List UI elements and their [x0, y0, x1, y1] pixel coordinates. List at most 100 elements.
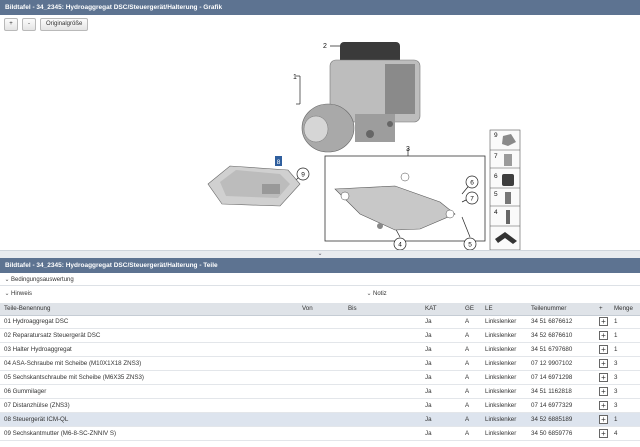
le-cell: Linkslenker — [481, 398, 527, 413]
to-cell — [344, 315, 421, 330]
add-to-cart-button[interactable]: + — [599, 414, 608, 424]
column-header-part-number[interactable]: Teilenummer — [527, 303, 595, 316]
add-to-cart-button: + — [595, 426, 610, 441]
column-header-le[interactable]: LE — [481, 303, 527, 316]
add-to-cart-button: + — [595, 315, 610, 330]
part-name-cell: 03 Halter Hydroaggregat — [0, 342, 298, 358]
column-header-to[interactable]: Bis — [344, 303, 421, 316]
ge-cell: A — [461, 328, 481, 344]
kat-cell: Ja — [421, 426, 461, 441]
from-cell — [298, 356, 344, 372]
ge-cell: A — [461, 315, 481, 330]
notes-label: Hinweis — [11, 291, 33, 297]
le-cell: Linkslenker — [481, 342, 527, 358]
column-header-cart[interactable]: + — [595, 303, 610, 316]
column-header-qty[interactable]: Menge — [610, 303, 640, 316]
kat-cell: Ja — [421, 342, 461, 358]
callout-2: 2 — [323, 43, 327, 50]
quantity-cell: 1 — [610, 412, 640, 427]
add-to-cart-button[interactable]: + — [599, 373, 608, 382]
panel-number-6: 6 — [494, 173, 498, 180]
add-to-cart-button: + — [595, 342, 610, 358]
quantity-cell: 3 — [610, 356, 640, 372]
to-cell — [344, 370, 421, 385]
notes-toggle[interactable]: ⌄Hinweis — [3, 291, 32, 297]
add-to-cart-button: + — [595, 412, 610, 427]
panel-number-7: 7 — [494, 153, 498, 160]
part-number-cell: 34 51 6797680 — [527, 342, 595, 358]
add-to-cart-button[interactable]: + — [599, 428, 608, 438]
add-to-cart-button: + — [595, 398, 610, 413]
le-cell: Linkslenker — [481, 328, 527, 344]
ge-cell: A — [461, 412, 481, 427]
add-to-cart-button: + — [595, 356, 610, 372]
quantity-cell: 1 — [610, 315, 640, 330]
kat-cell: Ja — [421, 315, 461, 330]
column-header-kat[interactable]: KAT — [421, 303, 461, 316]
add-to-cart-button: + — [595, 328, 610, 344]
ge-cell: A — [461, 426, 481, 441]
quantity-cell: 4 — [610, 426, 640, 441]
part-number-cell: 07 12 9907102 — [527, 356, 595, 372]
callout-7: 7 — [470, 196, 474, 203]
from-cell — [298, 384, 344, 399]
quantity-cell: 1 — [610, 328, 640, 344]
from-cell — [298, 412, 344, 427]
chevron-down-icon: ⌄ — [4, 291, 10, 297]
chevron-down-icon: ⌄ — [366, 291, 372, 297]
panel-collapse-bar[interactable]: ⌄ — [0, 250, 640, 258]
column-header-ge[interactable]: GE — [461, 303, 481, 316]
callout-8: 8 — [277, 159, 281, 166]
zoom-in-button[interactable]: + — [4, 18, 18, 31]
column-header-from[interactable]: Von — [298, 303, 344, 316]
add-to-cart-button[interactable]: + — [599, 345, 608, 355]
table-row[interactable]: 04 ASA-Schraube mit Scheibe (M10X1X18 ZN… — [0, 356, 640, 372]
add-to-cart-button[interactable]: + — [599, 331, 608, 341]
kat-cell: Ja — [421, 412, 461, 427]
panel-number-4: 4 — [494, 209, 498, 216]
notiz-label: Notiz — [373, 291, 387, 297]
parts-panel-header: Bildtafel - 34_2345: Hydroaggregat DSC/S… — [0, 258, 640, 273]
ge-cell: A — [461, 356, 481, 372]
add-to-cart-button[interactable]: + — [599, 359, 608, 369]
part-number-cell: 07 14 6971298 — [527, 370, 595, 385]
part-name-cell: 08 Steuergerät ICM-QL — [0, 412, 298, 427]
condition-evaluation-label: Bedingungsauswertung — [11, 277, 74, 283]
column-header-name[interactable]: Teile-Benennung — [0, 303, 298, 316]
original-size-button[interactable]: Originalgröße — [40, 18, 89, 31]
graphic-panel-header: Bildtafel - 34_2345: Hydroaggregat DSC/S… — [0, 0, 640, 15]
hydro-unit-image — [301, 42, 421, 153]
notes-row: ⌄Hinweis ⌄Notiz — [0, 288, 640, 300]
quantity-cell: 1 — [610, 342, 640, 358]
add-to-cart-button[interactable]: + — [599, 400, 608, 410]
condition-evaluation-toggle[interactable]: ⌄Bedingungsauswertung — [0, 274, 640, 286]
callout-9: 9 — [301, 172, 305, 179]
notiz-toggle[interactable]: ⌄Notiz — [365, 288, 387, 300]
part-name-cell: 09 Sechskantmutter (M6-8-SC-ZNNIV S) — [0, 426, 298, 441]
zoom-out-button[interactable]: - — [22, 18, 36, 31]
add-to-cart-button[interactable]: + — [599, 386, 608, 396]
chevron-down-icon[interactable]: ⌄ — [317, 251, 323, 257]
le-cell: Linkslenker — [481, 426, 527, 441]
kat-cell: Ja — [421, 328, 461, 344]
part-number-cell: 34 52 6876610 — [527, 328, 595, 344]
part-number-cell: 34 51 6876612 — [527, 315, 595, 330]
part-number-cell: 07 14 6977329 — [527, 398, 595, 413]
part-name-cell: 06 Gummilager — [0, 384, 298, 399]
table-row[interactable]: 05 Sechskantschraube mit Scheibe (M6X35 … — [0, 370, 640, 385]
add-to-cart-button: + — [595, 384, 610, 399]
parts-diagram: 1 2 3 9 7 6 5 4 9 6 7 4 5 8 — [207, 42, 521, 251]
from-cell — [298, 328, 344, 344]
quantity-cell: 3 — [610, 398, 640, 413]
add-to-cart-button[interactable]: + — [599, 317, 608, 327]
